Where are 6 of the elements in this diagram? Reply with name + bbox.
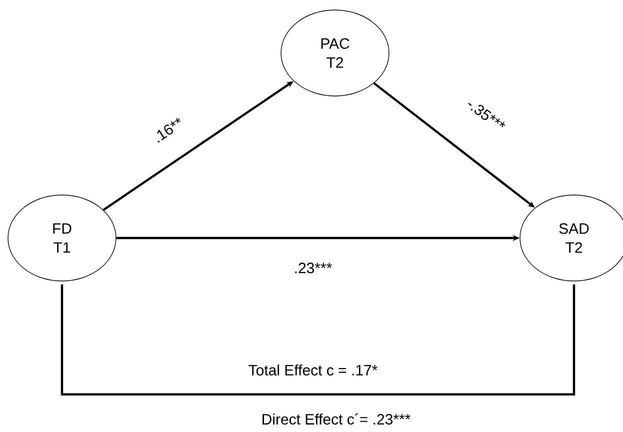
edge-label: -.35***: [464, 96, 508, 134]
bracket-line: [60, 284, 576, 396]
edge-label: .23***: [292, 262, 334, 274]
edge-label: .16**: [150, 115, 186, 145]
effect-label: Direct Effect c´= .23***: [262, 413, 410, 425]
edge-label: Total Effect c = .17*: [247, 364, 379, 376]
